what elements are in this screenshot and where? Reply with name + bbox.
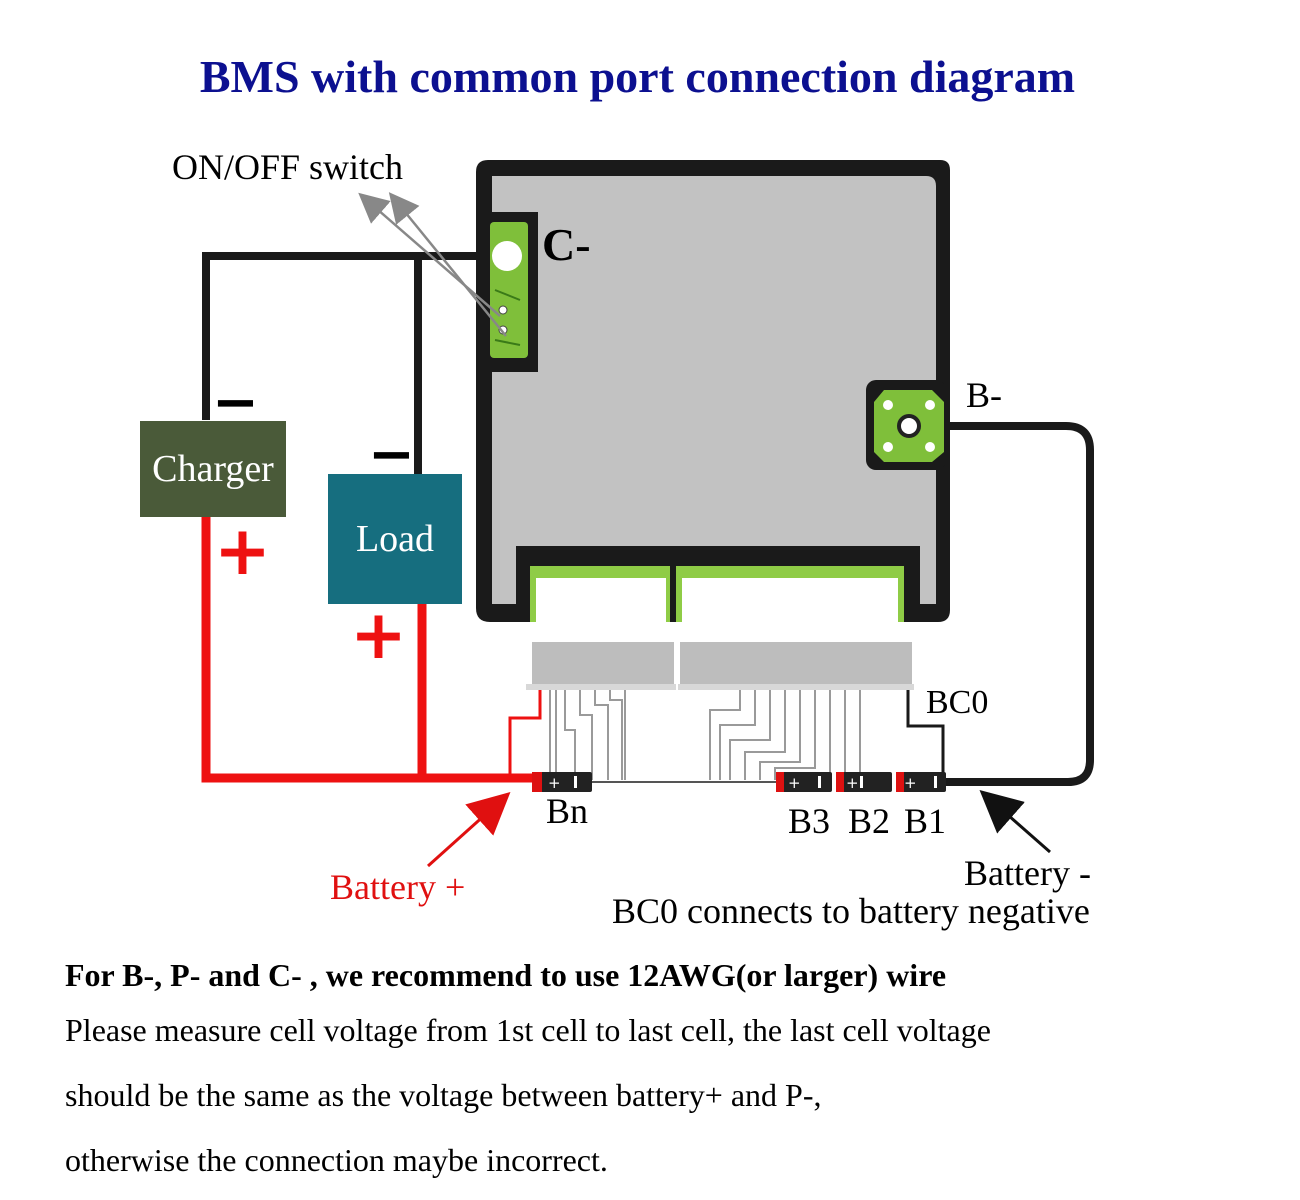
bn-sense-wire [508,690,542,782]
load-minus-sign: − [368,422,415,487]
switch-label: ON/OFF switch [172,147,404,187]
svg-text:+: + [788,774,801,792]
balance-headers [516,546,920,622]
charger-box: Charger [140,421,286,517]
cell-b1: + [896,772,946,792]
balance-plugs [526,642,914,690]
cell-bn: + [532,772,592,792]
bc0-note: BC0 connects to battery negative [612,891,1090,931]
battery-minus-arrow [979,790,1051,854]
cell-label-b1: B1 [904,801,947,841]
positive-wires [201,517,532,783]
cell-b2: + [836,772,892,792]
svg-text:+: + [904,774,917,792]
cell-label-b2: B2 [848,801,891,841]
b-minus-label: B- [966,375,1002,415]
bms-board [476,160,950,622]
battery-minus-label: Battery - [964,853,1091,893]
balance-wires [549,690,861,780]
svg-text:+: + [846,774,859,792]
wire-recommendation: For B-, P- and C- , we recommend to use … [65,957,947,993]
load-plus-sign: + [350,596,407,675]
bc0-wire [906,690,945,782]
charger-plus-sign: + [214,512,271,591]
cell-label-bn: Bn [546,791,589,831]
cell-label-b3: B3 [788,801,831,841]
note-line-1: Please measure cell voltage from 1st cel… [65,1012,991,1048]
note-line-3: otherwise the connection maybe incorrect… [65,1142,608,1178]
svg-text:+: + [548,774,561,792]
b-minus-connector [866,380,946,470]
c-minus-label: C- [542,219,591,270]
c-minus-connector [490,222,528,358]
note-line-2: should be the same as the voltage betwee… [65,1077,822,1113]
battery-plus-arrow [426,791,511,868]
cell-b3: + [776,772,832,792]
load-box: Load [328,474,462,604]
negative-wires [202,252,1094,786]
battery-plus-label: Battery + [330,867,466,907]
bc0-label: BC0 [926,684,989,721]
switch-arrows [358,192,507,337]
charger-minus-sign: − [212,370,259,435]
diagram-title: BMS with common port connection diagram [199,51,1076,102]
